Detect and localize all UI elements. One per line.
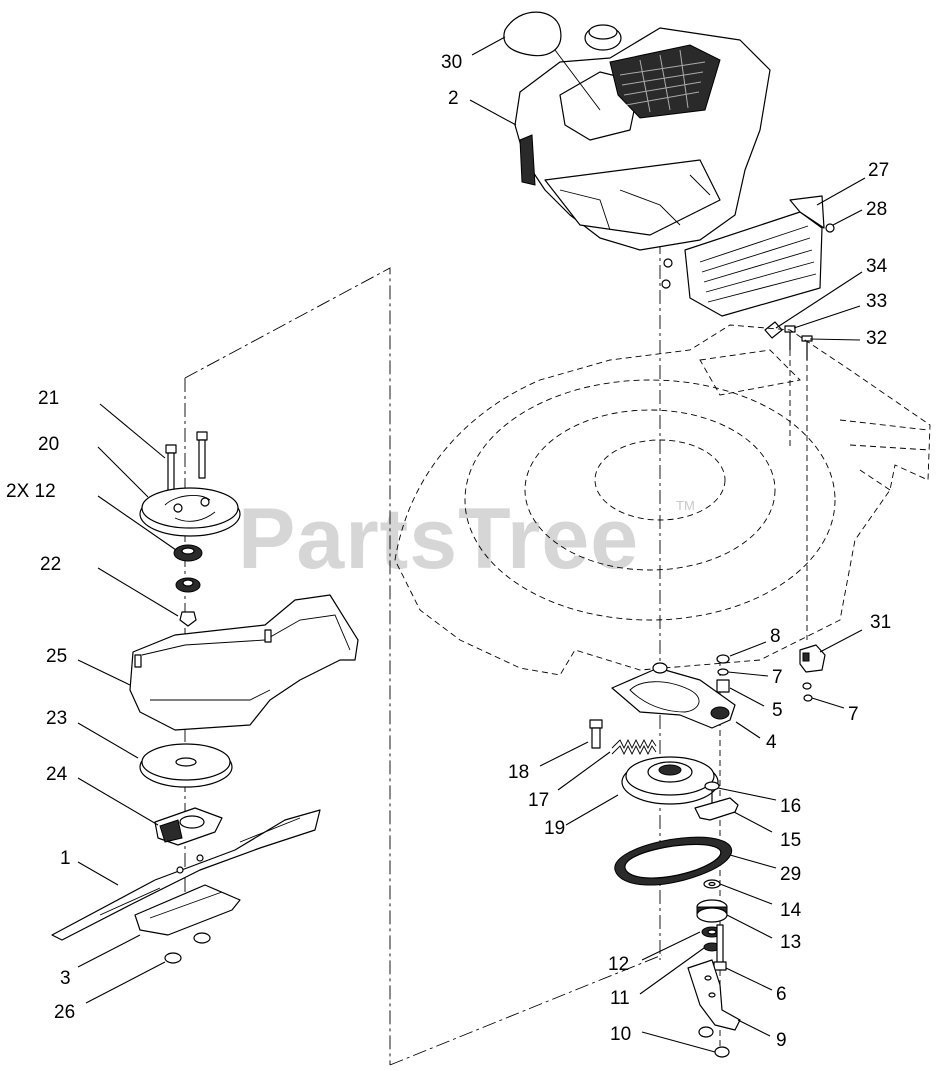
leader-lines [77,36,866,1053]
bolts-32-33 [764,321,813,360]
callout-33: 33 [866,291,887,312]
blade-adapter-20 [139,487,241,537]
callout-labels: 30 2 27 28 34 33 32 21 20 2X 12 22 25 23… [6,52,891,1051]
washer-14 [703,879,721,889]
callout-5: 5 [772,700,783,721]
spring-17 [611,738,657,756]
nuts-10 [698,1026,730,1058]
screws-28 [661,223,835,289]
spacer-22 [179,611,197,627]
callout-14: 14 [780,900,802,921]
callout-32: 32 [866,328,887,349]
callout-13: 13 [780,932,801,953]
callout-30: 30 [441,52,462,73]
callout-15: 15 [780,830,801,851]
blade-housing-25 [129,594,359,731]
pulley-19 [621,756,719,805]
heat-shield [684,195,825,317]
callout-7b: 7 [848,704,859,725]
callout-11: 11 [610,988,630,1009]
clip-31 [799,644,826,702]
hardware-8-7-5 [716,654,730,693]
callout-22: 22 [40,554,61,575]
engine-assembly [503,11,771,251]
callout-3: 3 [60,968,71,989]
callout-19: 19 [544,818,565,839]
callout-7a: 7 [772,667,783,688]
pivot-bolt-18 [589,719,603,749]
callout-9: 9 [776,1030,787,1051]
callout-31: 31 [870,612,891,633]
callout-6: 6 [776,984,787,1005]
bracket-9 [687,959,741,1031]
bearing-housing-13 [696,899,728,923]
callout-27: 27 [868,160,889,181]
blade-adapter-24 [154,807,223,846]
callout-8: 8 [770,626,781,647]
callout-24: 24 [46,764,68,785]
callout-20: 20 [38,434,59,455]
callout-10: 10 [610,1024,631,1045]
callout-4: 4 [766,732,777,753]
callout-12-2x: 2X 12 [6,481,56,502]
callout-21: 21 [38,388,59,409]
blade-stiffener-3 [134,884,241,936]
callout-28: 28 [866,199,887,220]
pulley-23 [139,743,233,788]
blade-1 [51,809,321,941]
callout-2: 2 [448,88,459,109]
shaft-6 [713,924,727,971]
belt-29 [614,836,732,886]
callout-18: 18 [508,762,529,783]
callout-16: 16 [780,796,801,817]
callout-26: 26 [54,1002,75,1023]
callout-12: 12 [608,954,629,975]
watermark-text: PartsTree [238,491,639,587]
callout-25: 25 [46,646,67,667]
callout-17: 17 [528,790,549,811]
idler-arm-4 [611,662,736,729]
callout-23: 23 [46,708,67,729]
blade-bolts-21 [165,431,208,492]
bracket-15 [694,797,739,821]
watermark-trademark: TM [676,498,695,513]
callout-1: 1 [60,848,71,869]
callout-34: 34 [866,256,888,277]
nuts-26 [164,932,211,964]
bolt-16 [704,781,720,805]
bearings-12 [173,544,203,593]
callout-29: 29 [780,864,801,885]
